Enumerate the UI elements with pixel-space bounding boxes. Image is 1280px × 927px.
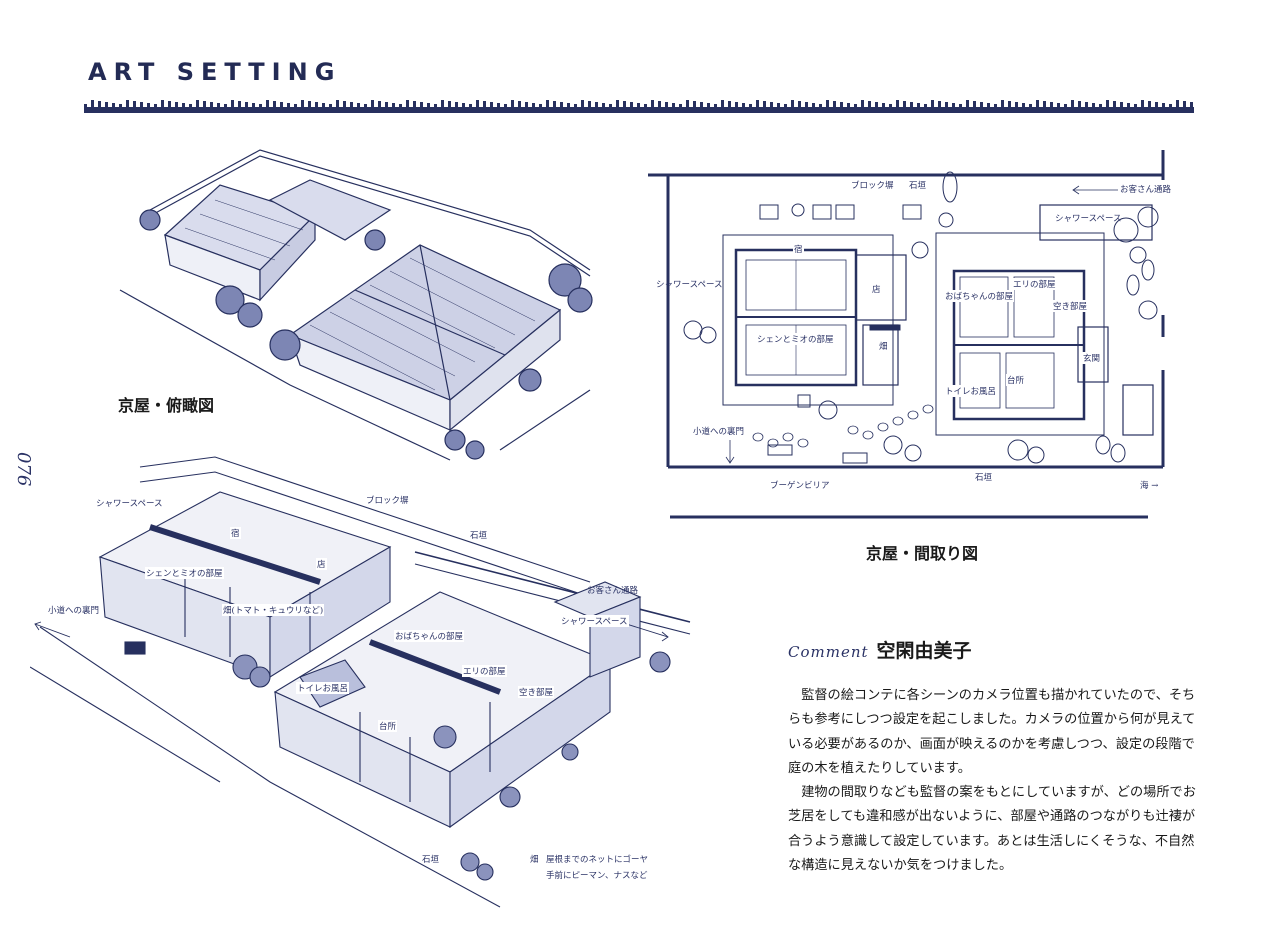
iso-label-shop: 店 — [316, 558, 327, 570]
comment-paragraph: 監督の絵コンテに各シーンのカメラ位置も描かれていたので、そちらも参考にしつつ設定… — [788, 688, 1196, 776]
plan-label-shower-space-left: シャワースペース — [656, 280, 723, 290]
iso-label-shower-space-right: シャワースペース — [560, 615, 629, 627]
iso-label-guest-path: お客さん通路 — [587, 586, 639, 596]
plan-label-shop: 店 — [872, 285, 881, 295]
iso-label-shen-mio-room: シェンとミオの部屋 — [145, 567, 224, 579]
plan-label-stone-wall-top: 石垣 — [908, 179, 928, 191]
iso-label-inn: 宿 — [230, 527, 241, 539]
plan-label-sea: 海 → — [1140, 481, 1159, 491]
floor-plan-caption: 京屋・間取り図 — [866, 544, 979, 563]
comment-heading: Comment 空閑由美子 — [788, 636, 972, 663]
plan-label-shower-space-right: シャワースペース — [1055, 214, 1122, 224]
aerial-view-illustration — [119, 149, 593, 461]
plan-label-inn: 宿 — [793, 243, 804, 255]
page-title: ART SETTING — [88, 58, 342, 86]
plan-label-bougainvillea: ブーゲンビリア — [770, 481, 830, 491]
iso-label-stone-wall-top: 石垣 — [470, 531, 488, 541]
iso-label-shower-space-left: シャワースペース — [96, 499, 163, 509]
plan-label-grandma-room: おばちゃんの部屋 — [944, 290, 1015, 302]
comment-paragraph: 建物の間取りなども監督の案をもとにしていますが、どの場所でお芝居をしても違和感が… — [788, 785, 1196, 874]
iso-label-kitchen: 台所 — [378, 720, 398, 732]
iso-label-field-crops: 畑(トマト・キュウリなど) — [222, 604, 325, 616]
plan-label-empty-room: 空き部屋 — [1052, 300, 1089, 312]
floor-plan-diagram — [648, 150, 1165, 519]
plan-label-toilet-bath: トイレお風呂 — [944, 385, 998, 397]
title-divider — [84, 100, 1194, 113]
iso-label-toilet-bath: トイレお風呂 — [296, 682, 350, 694]
isometric-cutaway-illustration — [30, 456, 691, 908]
comment-author: 空閑由美子 — [876, 640, 972, 662]
iso-label-block-wall: ブロック塀 — [366, 496, 409, 506]
plan-label-stone-wall-bottom: 石垣 — [975, 473, 993, 483]
comment-body: 監督の絵コンテに各シーンのカメラ位置も描かれていたので、そちらも参考にしつつ設定… — [788, 684, 1200, 878]
aerial-view-caption: 京屋・俯瞰図 — [118, 396, 215, 415]
iso-label-field: 畑 — [530, 855, 539, 865]
iso-label-stone-wall-bottom: 石垣 — [422, 855, 440, 865]
iso-label-grandma-room: おばちゃんの部屋 — [394, 630, 465, 642]
iso-label-eri-room: エリの部屋 — [462, 665, 507, 677]
iso-label-back-gate: 小道への裏門 — [48, 606, 100, 616]
plan-label-back-gate: 小道への裏門 — [693, 427, 745, 437]
plan-label-block-wall: ブロック塀 — [850, 179, 895, 191]
plan-label-shen-mio-room: シェンとミオの部屋 — [756, 333, 835, 345]
iso-label-net-note-1: 屋根までのネットにゴーヤ — [546, 855, 649, 865]
plan-label-entrance: 玄関 — [1082, 352, 1102, 364]
iso-label-empty-room: 空き部屋 — [518, 686, 555, 698]
comment-label: Comment — [788, 643, 869, 661]
plan-label-kitchen: 台所 — [1006, 374, 1026, 386]
iso-label-net-note-2: 手前にピーマン、ナスなど — [546, 871, 648, 881]
plan-label-eri-room: エリの部屋 — [1012, 278, 1057, 290]
plan-label-guest-path: お客さん通路 — [1120, 185, 1172, 195]
plan-label-field: 畑 — [878, 340, 889, 352]
